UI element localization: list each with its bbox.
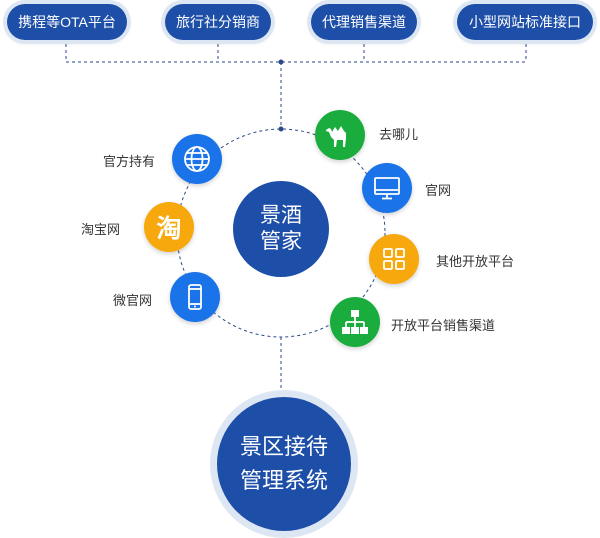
system-line-1: 景区接待 bbox=[239, 434, 328, 459]
system-label: 景区接待 管理系统 bbox=[217, 430, 351, 498]
channel-label: 旅行社分销商 bbox=[176, 14, 260, 30]
taobao-icon: 淘 bbox=[156, 214, 182, 243]
junction-dot bbox=[278, 59, 284, 65]
junction-dot bbox=[278, 126, 284, 132]
channel-standard-api[interactable]: 小型网站标准接口 bbox=[457, 4, 593, 40]
network-icon bbox=[342, 310, 368, 334]
monitor-icon bbox=[374, 177, 400, 200]
hub-label: 景酒 管家 bbox=[233, 203, 329, 256]
channel-label: 携程等OTA平台 bbox=[18, 14, 116, 30]
channel-travel-agency[interactable]: 旅行社分销商 bbox=[165, 4, 271, 40]
node-official-label: 官方持有 bbox=[103, 154, 156, 169]
channel-label: 代理销售渠道 bbox=[322, 14, 406, 30]
mobile-phone-icon bbox=[188, 284, 202, 310]
node-official[interactable] bbox=[172, 134, 222, 184]
node-website[interactable] bbox=[362, 163, 412, 213]
channel-agent-sales[interactable]: 代理销售渠道 bbox=[311, 4, 417, 40]
node-website-label: 官网 bbox=[425, 183, 452, 198]
camel-icon bbox=[326, 126, 346, 147]
node-open-platform-sales-label: 开放平台销售渠道 bbox=[391, 318, 496, 333]
hub-line-2: 管家 bbox=[260, 230, 302, 254]
node-qunar-label: 去哪儿 bbox=[379, 127, 419, 142]
node-micro-site-label: 微官网 bbox=[113, 293, 153, 308]
node-qunar[interactable] bbox=[315, 110, 365, 160]
channel-ota[interactable]: 携程等OTA平台 bbox=[7, 4, 127, 40]
node-taobao-label: 淘宝网 bbox=[81, 222, 121, 237]
channel-label: 小型网站标准接口 bbox=[469, 14, 581, 30]
hub-line-1: 景酒 bbox=[260, 204, 302, 227]
system-line-2: 管理系统 bbox=[239, 468, 328, 494]
node-open-platform-sales[interactable] bbox=[330, 297, 380, 347]
globe-icon bbox=[184, 146, 210, 172]
node-micro-site[interactable] bbox=[170, 272, 220, 322]
node-other-platforms-label: 其他开放平台 bbox=[436, 254, 515, 269]
system-circle bbox=[217, 397, 351, 531]
node-other-platforms[interactable] bbox=[369, 234, 419, 284]
grid-icon bbox=[383, 248, 405, 270]
node-taobao[interactable]: 淘 bbox=[144, 202, 194, 252]
hub-circle bbox=[233, 181, 329, 277]
